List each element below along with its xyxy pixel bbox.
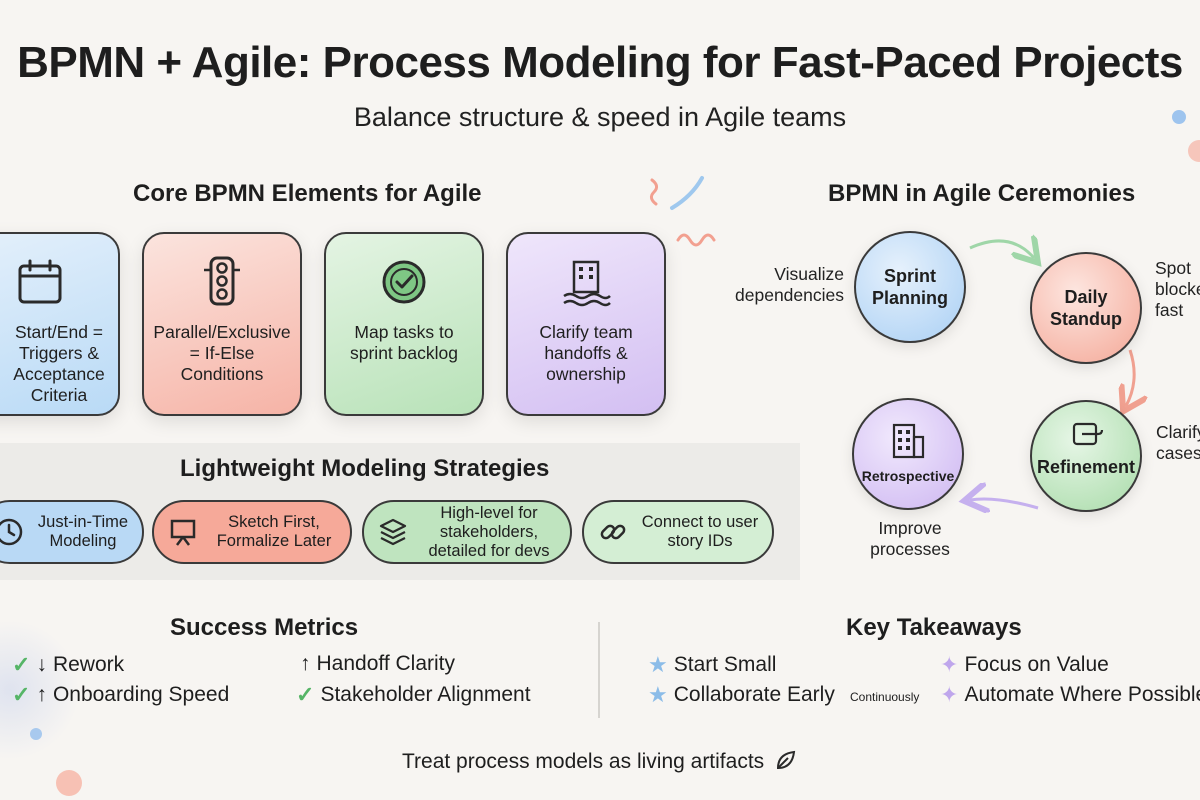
metric-text: Handoff Clarity [316,652,456,675]
core-element-text: Clarify team handoffs & ownership [539,322,633,384]
check-icon: ✓ [12,682,31,707]
ceremony-note: Improve processes [870,518,950,559]
strategy-pill: Just-in-Time Modeling [0,500,144,564]
sparkle-icon: ✦ [940,682,959,707]
metric-item: ✓ Stakeholder Alignment [296,682,531,708]
strategies-title: Lightweight Modeling Strategies [180,455,550,482]
check-icon: ✓ [12,652,31,677]
layers-icon [379,518,407,546]
arrow-up-icon: ↑ [36,683,47,706]
page-title: BPMN + Agile: Process Modeling for Fast-… [17,38,1183,87]
decor-squiggles [649,176,716,247]
strategy-text: High-level for stakeholders, detailed fo… [428,503,550,560]
speech-tag-icon [1072,422,1104,446]
strategy-pill: Sketch First, Formalize Later [152,500,352,564]
ceremonies-title: BPMN in Agile Ceremonies [828,180,1136,207]
traffic-light-icon [204,256,240,306]
ceremony-node-sprint-planning: Sprint Planning [854,231,966,343]
page-subtitle: Balance structure & speed in Agile teams [353,102,847,132]
strategy-text: Connect to user story IDs [641,513,759,550]
decor-dot [56,770,82,796]
link-icon [600,524,626,540]
success-metrics-title: Success Metrics [170,614,359,641]
core-element-card: Clarify team handoffs & ownership [506,232,666,416]
core-element-text: Parallel/Exclusive = If-Else Conditions [153,322,291,384]
strategy-pill: Connect to user story IDs [582,500,774,564]
takeaway-item: ✦ Focus on Value [940,652,1109,678]
ceremony-note: Spot blockers fast [1155,258,1200,320]
check-badge-icon [382,260,426,304]
arrow-down-icon: ↓ [36,653,47,676]
metric-text: Onboarding Speed [52,683,230,706]
calendar-icon [18,259,62,304]
metric-item: ✓ ↓ Rework [12,652,124,678]
leaf-icon [777,750,796,770]
ceremony-cycle-arrows [840,220,1200,540]
takeaway-item: ★ Start Small [648,652,776,678]
takeaway-text: Focus on Value [964,653,1109,676]
decor-dot [1172,110,1186,124]
footer-note: Treat process models as living artifacts [0,748,1200,774]
takeaway-item: ★ Collaborate Early [648,682,835,708]
star-icon: ★ [648,652,668,677]
metric-text: Stakeholder Alignment [320,683,531,706]
metric-text: Rework [52,653,125,676]
core-element-text: Start/End = Triggers & Acceptance Criter… [13,322,105,405]
ceremony-label: Retrospective [861,468,955,484]
core-element-card: Parallel/Exclusive = If-Else Conditions [142,232,302,416]
takeaway-text: Collaborate Early [673,683,835,706]
ceremony-label: Sprint Planning [872,266,948,308]
strategy-text: Sketch First, Formalize Later [216,513,332,550]
key-takeaways-title: Key Takeaways [846,614,1022,641]
clock-icon [0,518,23,546]
ceremony-label: Daily Standup [1050,287,1122,329]
ceremony-node-retrospective: Retrospective [852,398,964,510]
takeaway-text: Start Small [673,653,777,676]
strategy-pill: High-level for stakeholders, detailed fo… [362,500,572,564]
ceremony-label: Refinement [1036,457,1135,477]
core-element-card: Map tasks to sprint backlog [324,232,484,416]
metric-item: ↑ Handoff Clarity [300,652,455,676]
ceremony-node-daily-standup: Daily Standup [1030,252,1142,364]
takeaway-text: Automate Where Possible [964,683,1200,706]
check-icon: ✓ [296,682,315,707]
strategy-text: Just-in-Time Modeling [37,513,129,550]
metric-item: ✓ ↑ Onboarding Speed [12,682,229,708]
takeaway-item: ✦ Automate Where Possible [940,682,1200,708]
core-element-text: Map tasks to sprint backlog [350,322,458,363]
building-icon [563,260,611,307]
decor-dot [30,728,42,740]
ceremony-note: Clarify cases [1156,422,1200,463]
easel-icon [170,519,196,546]
core-elements-title: Core BPMN Elements for Agile [133,180,482,207]
ceremony-node-refinement: Refinement [1030,400,1142,512]
takeaway-note: Continuously [850,690,920,704]
section-divider [598,622,600,718]
sparkle-icon: ✦ [940,652,959,677]
building-icon [892,423,925,459]
footer-text: Treat process models as living artifacts [401,750,765,773]
arrow-up-icon: ↑ [300,652,311,675]
core-element-card: Start/End = Triggers & Acceptance Criter… [0,232,120,416]
decor-dot [1188,140,1200,162]
star-icon: ★ [648,682,668,707]
ceremony-note: Visualize dependencies [735,264,844,305]
